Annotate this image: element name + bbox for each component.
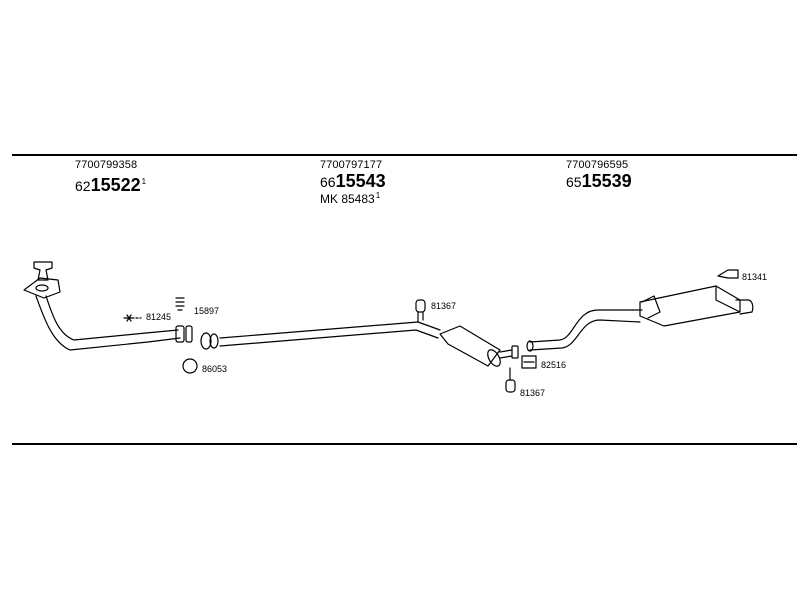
intermediate-pipe [219,321,441,347]
middle-silencer-oe-number: 7700797177 [320,159,383,171]
callout-82516: 82516 [541,360,567,370]
front-pipe [35,295,181,351]
top-divider [12,154,797,156]
joint-clamp-icon [200,332,219,350]
rear-silencer-oe-number: 7700796595 [566,159,629,171]
front-pipe-header: 7700799358 62155221 [75,159,146,197]
rubber-hanger-81367-lower-icon [505,367,516,393]
callout-15897: 15897 [194,306,220,316]
manifold-flange-icon [23,261,61,299]
callout-81341: 81341 [742,272,768,282]
front-pipe-part-number: 62155221 [75,175,147,195]
rubber-hanger-81367-upper-icon [415,299,426,323]
callout-86053: 86053 [202,364,228,374]
ring-gasket-86053-icon [182,358,198,374]
callout-81245: 81245 [146,312,172,322]
middle-silencer-part-number: 6615543 [320,171,386,191]
bottom-divider [12,443,797,445]
clamp-15897-icon [175,297,193,343]
callout-81367-lower: 81367 [520,388,546,398]
rear-pipe-inlet-icon [526,340,534,352]
front-pipe-oe-number: 7700799358 [75,159,138,171]
middle-silencer-header: 7700797177 6615543 MK 854831 [320,159,386,206]
middle-silencer-icon [439,325,519,367]
rear-silencer-header: 7700796595 6515539 [566,159,632,193]
rear-silencer-icon [639,285,754,327]
bolt-81245-icon [123,314,142,322]
rubber-hanger-81341-icon [717,269,739,279]
rear-silencer-part-number: 6515539 [566,171,632,191]
middle-silencer-mk-number: MK 854831 [320,191,381,206]
rear-pipe [529,309,643,351]
callout-81367-upper: 81367 [431,301,457,311]
clamp-82516-icon [521,355,537,369]
